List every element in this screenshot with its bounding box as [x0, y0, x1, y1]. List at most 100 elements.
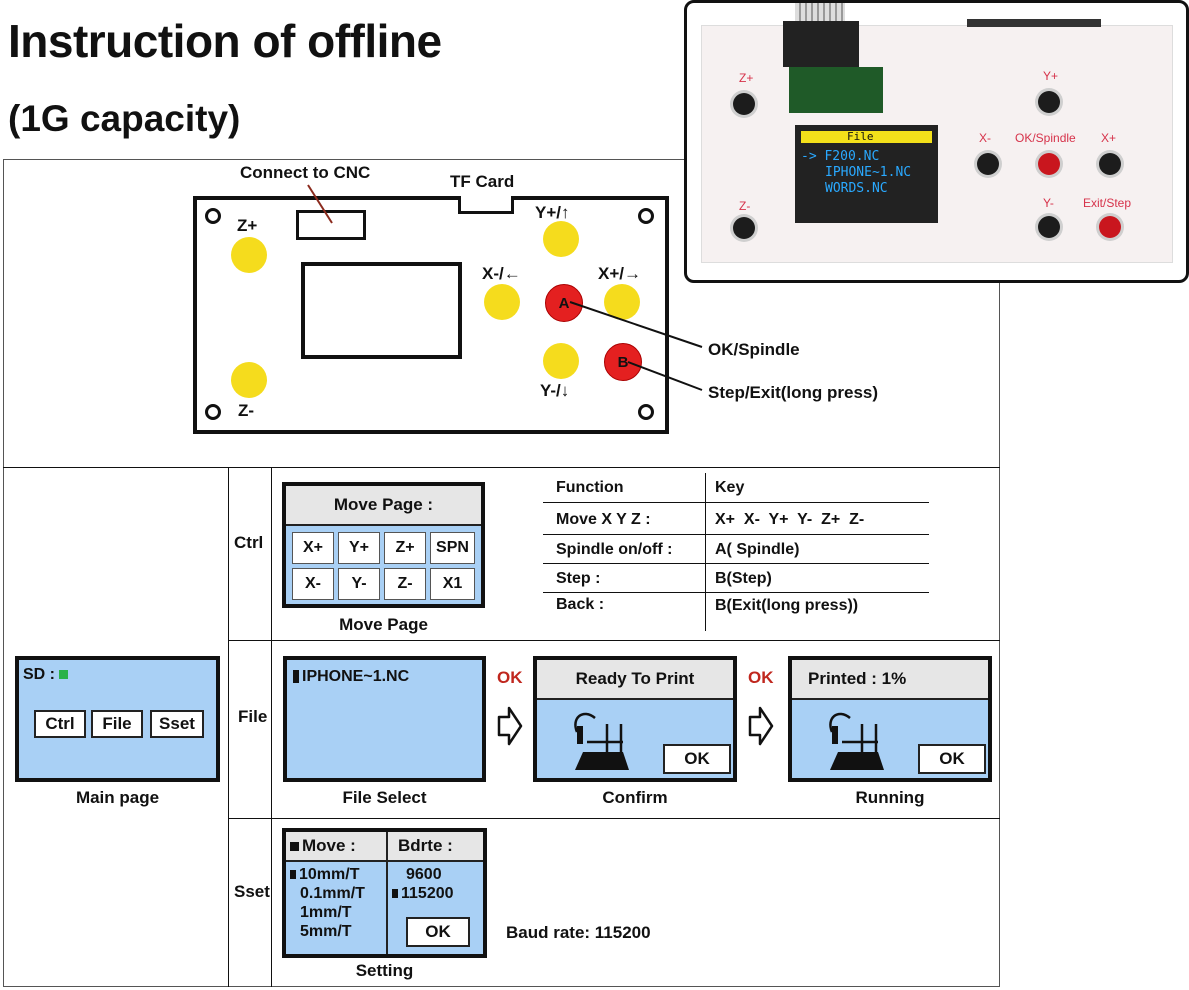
key-z-minus: Z- [384, 568, 426, 600]
step-exit-label: Step/Exit(long press) [708, 383, 879, 402]
x-minus-button [484, 284, 520, 320]
table-row: Back : [556, 596, 605, 613]
ok-spindle-label: OK/Spindle [708, 340, 800, 359]
arrow-right-icon [497, 706, 523, 746]
file-item: IPHONE~1.NC [302, 668, 410, 685]
move-head: Move : [302, 836, 356, 855]
mount-hole [638, 208, 654, 224]
oled-line-3: WORDS.NC [825, 181, 888, 196]
y-minus-label: Y-/↓ [540, 381, 570, 400]
confirm-caption: Confirm [602, 788, 668, 807]
col-divider-1 [228, 467, 229, 987]
ok-step-label-2: OK [748, 668, 774, 687]
setting-ok-button: OK [406, 917, 470, 947]
photo-ok-button [1038, 153, 1060, 175]
key-x1: X1 [430, 568, 475, 600]
selection-marker [392, 889, 398, 899]
section-ctrl-label: Ctrl [234, 533, 264, 552]
page-title: Instruction of offline [8, 15, 442, 67]
baud-rate-note: Baud rate: 115200 [506, 923, 651, 942]
list-item: 0.1mm/T [300, 885, 365, 902]
z-minus-button [231, 362, 267, 398]
key-y-plus: Y+ [338, 532, 380, 564]
running-screen: Printed : 1% OK [788, 656, 992, 782]
setting-header: Move : Bdrte : [286, 832, 483, 862]
oled-screen: File -> F200.NC IPHONE~1.NC WORDS.NC [795, 125, 938, 223]
key-z-plus: Z+ [384, 532, 426, 564]
list-item: 9600 [406, 866, 442, 883]
photo-y-minus-button [1038, 216, 1060, 238]
x-plus-button [604, 284, 640, 320]
y-minus-button [543, 343, 579, 379]
x-minus-label: X-/← [482, 264, 521, 283]
oled-header: File [847, 130, 874, 143]
z-plus-label: Z+ [237, 216, 258, 235]
pcb-strip [789, 67, 883, 113]
move-page-screen: Move Page : X+ Y+ Z+ SPN X- Y- Z- X1 [282, 482, 485, 608]
table-cell-key: X+ X- Y+ Y- Z+ Z- [715, 511, 865, 528]
frame-divider [3, 467, 1000, 468]
photo-z-plus-button [733, 93, 755, 115]
sd-status-indicator [59, 670, 69, 680]
arrow-right-icon [748, 706, 774, 746]
sset-button: Sset [150, 710, 204, 738]
ok-step-label: OK [497, 668, 523, 687]
table-head-key: Key [715, 479, 745, 496]
setting-column-rule [386, 832, 388, 954]
photo-y-minus-label: Y- [1043, 196, 1054, 210]
photo-y-plus-label: Y+ [1043, 69, 1059, 83]
setting-screen: Move : Bdrte : 10mm/T 0.1mm/T 1mm/T 5mm/… [282, 828, 487, 958]
photo-exit-step-label: Exit/Step [1083, 196, 1132, 210]
oled-line-2: IPHONE~1.NC [825, 165, 912, 180]
main-page-screen: SD : Ctrl File Sset [15, 656, 220, 782]
printer-icon [829, 712, 884, 770]
table-rule [543, 534, 929, 535]
b-button: B [604, 343, 642, 381]
running-caption: Running [855, 788, 925, 807]
file-button: File [91, 710, 143, 738]
connect-cnc-label: Connect to CNC [240, 163, 371, 182]
mount-hole [638, 404, 654, 420]
photo-x-minus-button [977, 153, 999, 175]
table-rule [543, 502, 929, 503]
list-item: 10mm/T [299, 866, 360, 883]
photo-z-minus-label: Z- [739, 199, 751, 213]
outer-frame [3, 159, 1000, 987]
board-display [301, 262, 462, 359]
header-connector [783, 21, 859, 67]
z-minus-label: Z- [238, 401, 255, 420]
baud-head: Bdrte : [398, 836, 453, 855]
mount-hole [205, 208, 221, 224]
table-row: Move X Y Z : [556, 511, 651, 528]
key-x-plus: X+ [292, 532, 334, 564]
photo-exit-button [1099, 216, 1121, 238]
photo-z-plus-label: Z+ [739, 71, 754, 85]
oled-line-1: -> F200.NC [801, 149, 880, 164]
y-plus-button [543, 221, 579, 257]
key-y-minus: Y- [338, 568, 380, 600]
connector-pointer [307, 184, 333, 224]
y-plus-label: Y+/↑ [535, 203, 570, 222]
a-button: A [545, 284, 583, 322]
ctrl-button: Ctrl [34, 710, 86, 738]
confirm-screen: Ready To Print OK [533, 656, 737, 782]
printed-header: Printed : 1% [792, 660, 988, 700]
confirm-ok-button: OK [663, 744, 731, 774]
board-outline [193, 196, 669, 434]
table-rule [543, 592, 929, 593]
table-rule [543, 563, 929, 564]
photo-y-plus-button [1038, 91, 1060, 113]
photo-x-plus-label: X+ [1101, 131, 1117, 145]
table-row: Step : [556, 570, 601, 587]
move-page-caption: Move Page [339, 615, 428, 634]
tf-card-label: TF Card [450, 172, 515, 191]
z-plus-button [231, 237, 267, 273]
top-slot [967, 19, 1101, 27]
table-head-function: Function [556, 479, 624, 496]
x-plus-label: X+/→ [598, 264, 641, 283]
photo-x-minus-label: X- [979, 131, 991, 145]
list-item: 115200 [401, 885, 454, 902]
connector [296, 210, 366, 240]
table-column-rule [705, 473, 706, 631]
